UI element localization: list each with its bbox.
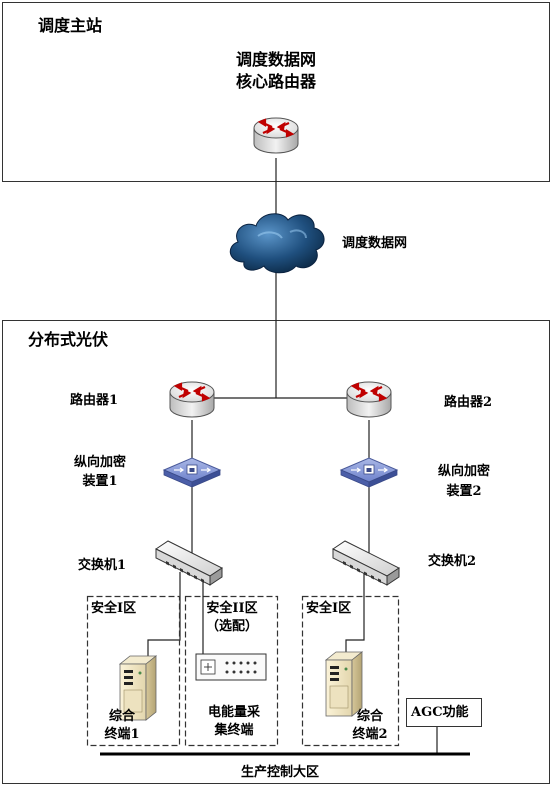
terminal1-label-line2: 终端1 [104,727,140,742]
terminal2-server-icon [325,651,363,717]
router1-icon [168,380,216,419]
meter-label-line1: 电能量采 [207,705,260,720]
encrypt1-label-line2: 装置1 [82,474,118,489]
agc-box [406,698,482,727]
switch1-label: 交换机1 [78,558,127,573]
zone-safe2-box [184,595,279,747]
router1-label: 路由器1 [70,393,119,408]
terminal2-label-line1: 综合 [356,709,383,724]
cloud-label: 调度数据网 [342,236,408,251]
core-router-icon [252,116,300,155]
switch2-icon [332,540,400,586]
master-station-title: 调度主站 [38,16,103,35]
meter-label-line2: 集终端 [214,723,254,738]
encrypt2-icon [340,457,398,488]
encrypt1-icon [163,457,221,488]
zone-safe2-label-line2: （选配） [205,619,258,634]
router2-label: 路由器2 [444,395,493,410]
zone-safe1-left-box [86,595,181,747]
meter-device-icon [195,653,267,681]
agc-label: AGC功能 [411,705,469,720]
core-router-label-line1: 调度数据网 [235,50,316,69]
terminal1-label-line1: 综合 [108,709,135,724]
core-router-label-line2: 核心路由器 [235,72,316,91]
terminal2-label-line2: 终端2 [352,727,388,742]
encrypt2-label-line1: 纵向加密 [437,464,490,479]
switch2-label: 交换机2 [428,554,477,569]
zone-safe1-right-label: 安全I区 [306,601,352,616]
router2-icon [345,380,393,419]
switch1-icon [155,540,223,586]
bus-label: 生产控制大区 [240,765,319,780]
pv-site-title: 分布式光伏 [28,330,109,349]
zone-safe2-label-line1: 安全II区 [206,601,258,616]
encrypt1-label-line1: 纵向加密 [73,455,126,470]
encrypt2-label-line2: 装置2 [446,484,482,499]
zone-safe1-right-box [301,595,400,747]
zone-safe1-left-label: 安全I区 [91,601,137,616]
cloud-network-icon [229,213,325,274]
